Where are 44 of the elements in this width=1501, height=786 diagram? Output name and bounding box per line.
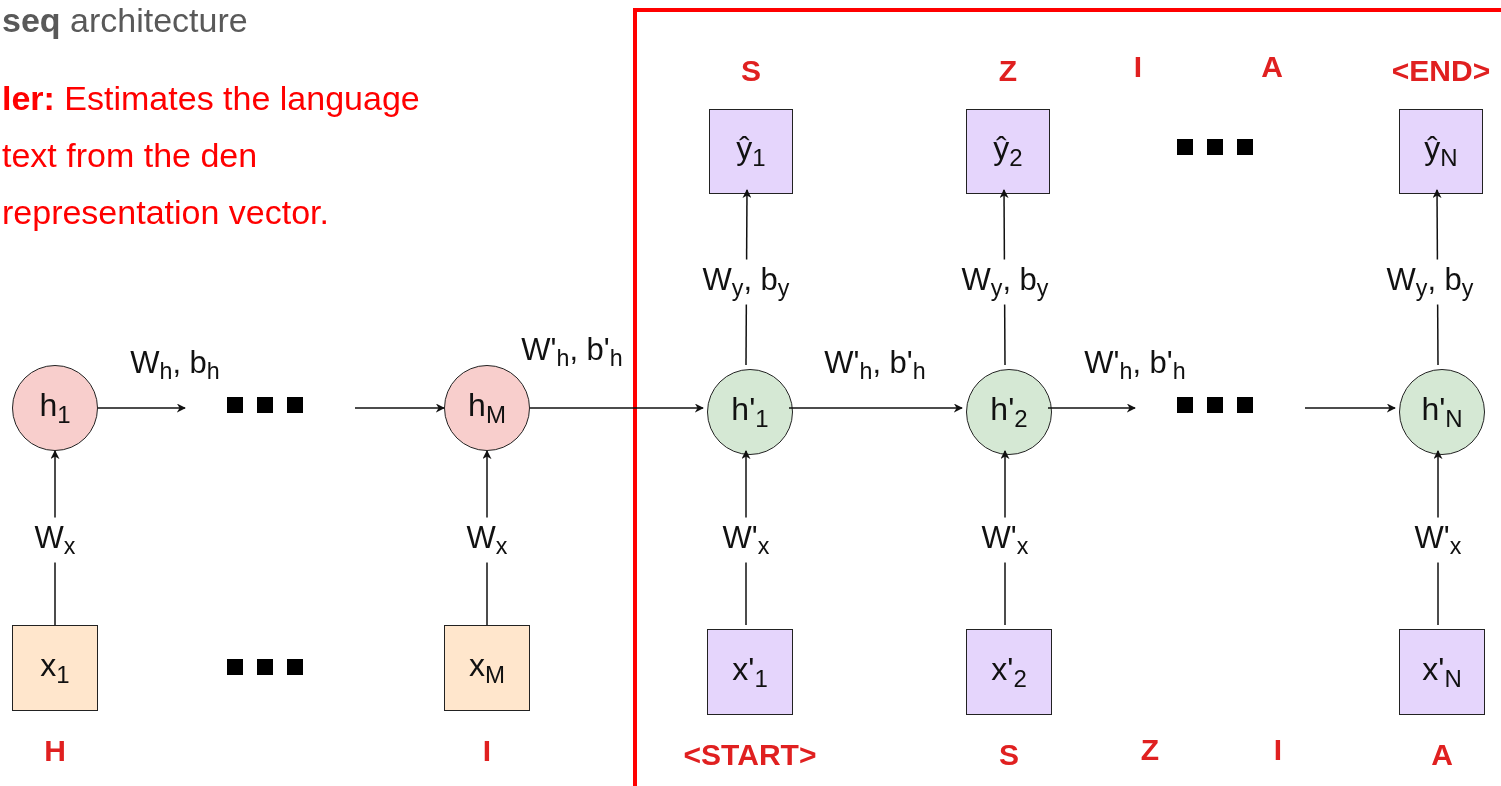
vector-box: ŷ$_{1}$ [709,109,793,194]
token-label: H [44,734,66,768]
token-label: Z [998,54,1018,88]
vector-box: x$_{1}$ [12,625,98,711]
vector-box: ŷ$_{N}$ [1399,109,1483,194]
state-circle: h'$_{2}$ [966,369,1052,455]
token-label: I [1133,50,1143,84]
edge-label: W'$_{h}$, b'$_{h}$ [1084,343,1186,387]
token-label: I [482,734,492,768]
token-label: S [741,54,761,88]
token-label: Z [1140,733,1160,767]
arrow [529,403,704,413]
edge-label: W$_{y}$, b$_{y}$ [961,259,1049,305]
state-circle: h'$_{1}$ [707,369,793,455]
arrow [354,403,445,413]
state-circle: h$_{M}$ [444,365,530,451]
edge-label: W$_{y}$, b$_{y}$ [1386,259,1474,305]
edge-label: W'$_{h}$, b'$_{h}$ [824,343,926,387]
edge-label: W'$_{x}$ [1414,517,1462,563]
edge-label: W$_{x}$ [466,517,508,563]
state-circle: h'$_{N}$ [1399,369,1485,455]
arrow [788,403,963,413]
edge-label: W$_{x}$ [34,517,76,563]
vector-box: x'$_{N}$ [1399,629,1485,715]
title: seq architecture [2,0,248,40]
token-label: I [1273,733,1283,767]
state-circle: h$_{1}$ [12,365,98,451]
token-label: A [1261,50,1283,84]
vector-box: x'$_{1}$ [707,629,793,715]
arrow [1047,403,1136,413]
vector-box: ŷ$_{2}$ [966,109,1050,194]
edge-label: W$_{h}$, b$_{h}$ [130,343,220,387]
arrow [1304,403,1396,413]
token-label: A [1431,738,1453,772]
edge-label: W$_{y}$, b$_{y}$ [702,259,790,305]
token-label: <START> [683,738,817,772]
arrow [97,403,186,413]
description-text: ler: Estimates the language text from the den representation vector. [2,78,421,233]
vector-box: x'$_{2}$ [966,629,1052,715]
edge-label: W'$_{x}$ [722,517,770,563]
token-label: <END> [1391,54,1491,88]
edge-label: W'$_{x}$ [981,517,1029,563]
token-label: S [999,738,1019,772]
vector-box: x$_{M}$ [444,625,530,711]
